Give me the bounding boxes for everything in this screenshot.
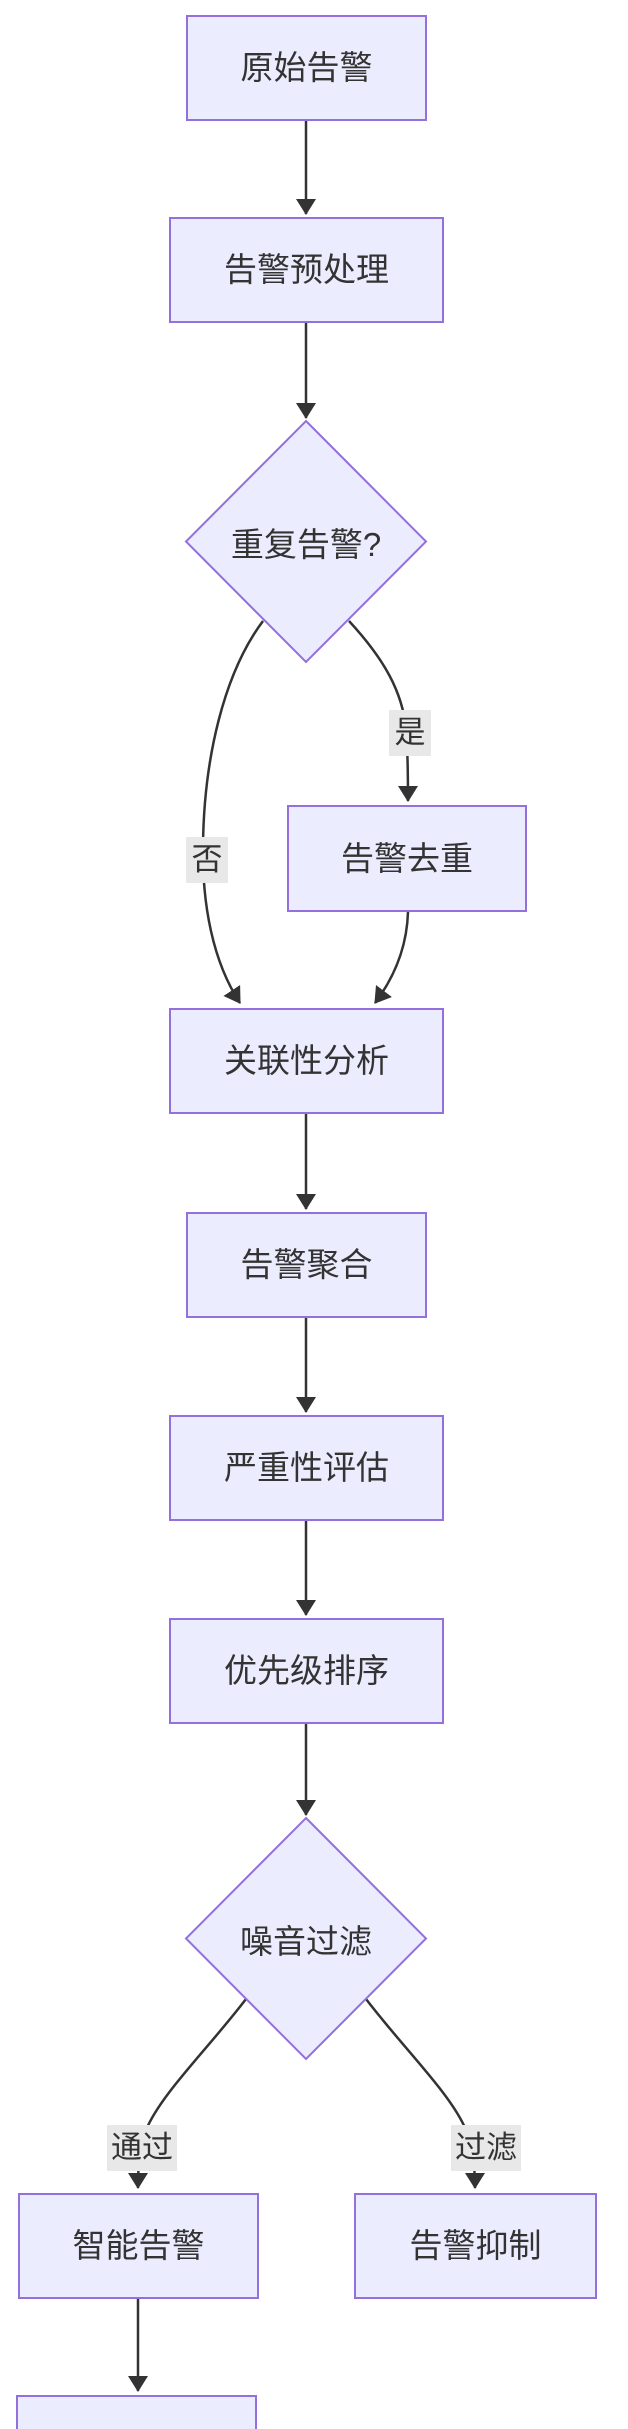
edge-duplicate-no-to-correlation [201, 620, 265, 1004]
node-aggregation-label: 告警聚合 [240, 1246, 373, 1284]
node-partial-bottom [16, 2395, 257, 2429]
node-preprocess-label: 告警预处理 [224, 251, 389, 289]
node-suppression: 告警抑制 [354, 2193, 597, 2299]
edge-dedup-to-correlation [373, 911, 410, 1004]
node-dedup: 告警去重 [287, 805, 527, 912]
node-raw-alert: 原始告警 [186, 15, 427, 121]
node-correlation: 关联性分析 [169, 1008, 444, 1114]
node-priority: 优先级排序 [169, 1618, 444, 1724]
node-preprocess: 告警预处理 [169, 217, 444, 323]
node-duplicate-decision-label: 重复告警? [186, 421, 426, 662]
node-dedup-label: 告警去重 [341, 839, 473, 877]
edge-label-yes: 是 [389, 710, 431, 756]
node-aggregation: 告警聚合 [186, 1212, 427, 1318]
node-suppression-label: 告警抑制 [409, 2227, 542, 2265]
node-smart-alert: 智能告警 [18, 2193, 259, 2299]
node-correlation-label: 关联性分析 [224, 1042, 389, 1080]
edge-label-filter: 过滤 [451, 2125, 521, 2171]
edge-label-no: 否 [186, 837, 228, 883]
node-smart-alert-label: 智能告警 [72, 2227, 205, 2265]
node-priority-label: 优先级排序 [224, 1652, 389, 1690]
node-severity-label: 严重性评估 [224, 1449, 389, 1487]
edge-label-pass-text: 通过 [111, 2130, 173, 2165]
edge-label-filter-text: 过滤 [455, 2130, 517, 2165]
edge-label-no-text: 否 [191, 842, 223, 877]
node-severity: 严重性评估 [169, 1415, 444, 1521]
node-noise-filter-decision-label: 噪音过滤 [186, 1818, 426, 2059]
edge-label-yes-text: 是 [394, 715, 426, 750]
edge-label-pass: 通过 [107, 2125, 177, 2171]
noise-filter-decision-text: 噪音过滤 [240, 1922, 372, 1960]
duplicate-decision-text: 重复告警? [230, 525, 382, 563]
diamond-noise-filter-decision [184, 1816, 428, 2061]
diamond-duplicate-decision [184, 419, 428, 664]
node-raw-alert-label: 原始告警 [240, 49, 373, 87]
